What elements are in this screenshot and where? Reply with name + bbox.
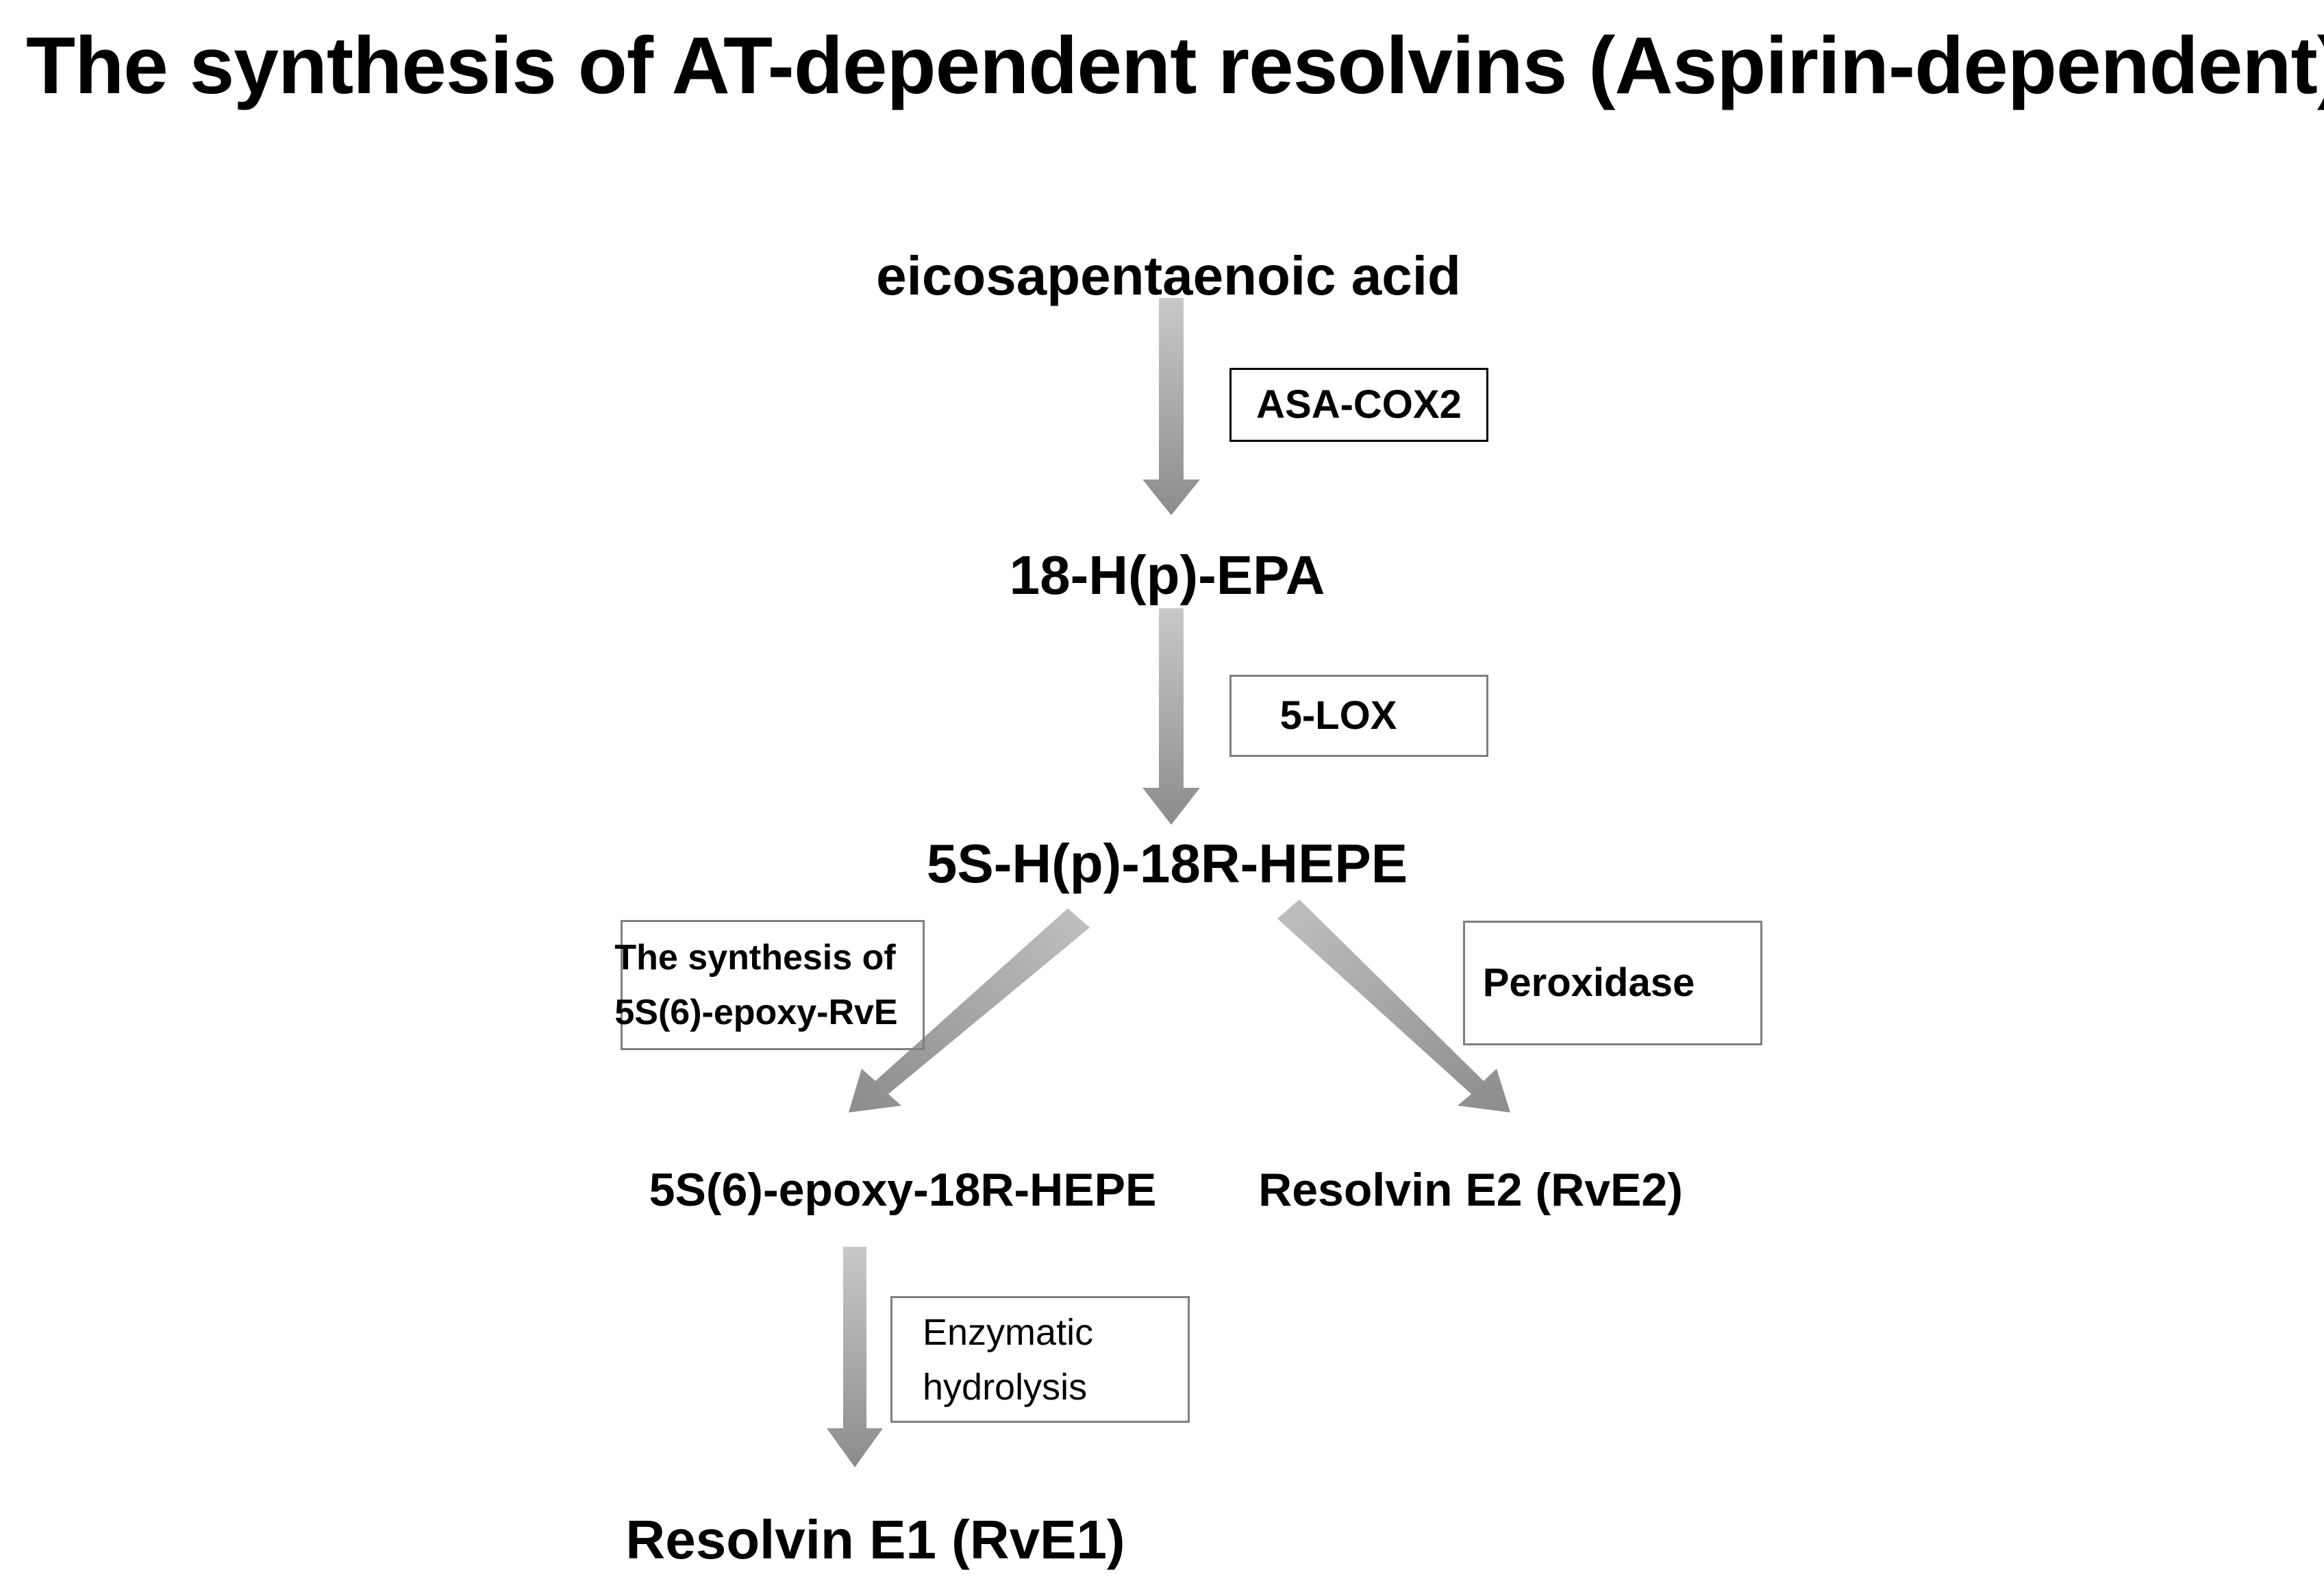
enzyme-5-lox-box: 5-LOX <box>1229 675 1488 757</box>
arrow-epa-to-hpepa <box>1142 298 1200 515</box>
enzyme-5-lox-label: 5-LOX <box>1279 693 1397 738</box>
enzyme-hydrolysis-label: Enzymatic hydrolysis <box>923 1305 1093 1415</box>
enzyme-epoxy-synthesis-box: The synthesis of 5S(6)-epoxy-RvE <box>614 920 925 1050</box>
node-resolvin-e2: Resolvin E2 (RvE2) <box>1258 1164 1683 1216</box>
arrow-epoxy-to-rve1 <box>827 1247 883 1467</box>
enzyme-epoxy-synthesis-label: The synthesis of 5S(6)-epoxy-RvE <box>614 930 897 1040</box>
enzyme-asa-cox2-label: ASA-COX2 <box>1256 382 1462 427</box>
enzyme-peroxidase-label: Peroxidase <box>1482 960 1695 1005</box>
arrow-hphepe-to-epoxy <box>849 908 1090 1112</box>
node-5s6-epoxy-18r-hepe: 5S(6)-epoxy-18R-HEPE <box>649 1164 1157 1216</box>
arrow-hphepe-to-rve2 <box>1277 899 1510 1112</box>
enzyme-peroxidase-box: Peroxidase <box>1463 921 1762 1045</box>
enzyme-epoxy-synthesis-line1: The synthesis of <box>614 938 896 978</box>
enzyme-hydrolysis-line1: Enzymatic <box>923 1311 1094 1353</box>
page-title: The synthesis of AT-dependent resolvins … <box>26 21 2324 111</box>
arrow-hpepa-to-hphepe <box>1142 608 1200 825</box>
enzyme-epoxy-synthesis-line2: 5S(6)-epoxy-RvE <box>614 993 898 1032</box>
enzyme-asa-cox2-box: ASA-COX2 <box>1229 368 1488 442</box>
node-eicosapentaenoic-acid: eicosapentaenoic acid <box>876 245 1461 306</box>
node-5s-hp-18r-hepe: 5S-H(p)-18R-HEPE <box>926 833 1408 894</box>
node-18-hp-epa: 18-H(p)-EPA <box>1009 545 1325 606</box>
enzyme-hydrolysis-box: Enzymatic hydrolysis <box>890 1296 1190 1423</box>
node-resolvin-e1: Resolvin E1 (RvE1) <box>625 1509 1125 1570</box>
enzyme-hydrolysis-line2: hydrolysis <box>923 1366 1088 1408</box>
